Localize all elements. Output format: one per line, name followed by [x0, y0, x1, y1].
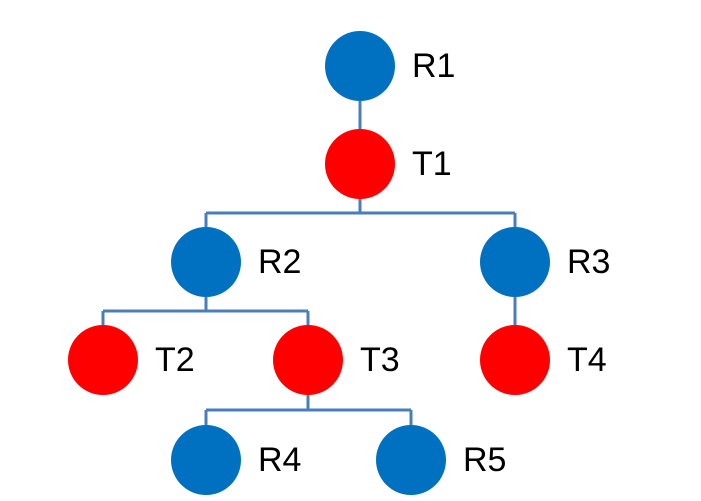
node-circle-r1	[325, 31, 395, 101]
node-label-r3: R3	[567, 243, 610, 281]
node-t4: T4	[480, 325, 607, 395]
node-circle-t3	[273, 325, 343, 395]
node-label-t3: T3	[360, 341, 400, 379]
connector-r2	[101, 297, 310, 325]
node-circle-t2	[68, 325, 138, 395]
node-label-t2: T2	[155, 341, 195, 379]
node-t3: T3	[273, 325, 400, 395]
node-label-t1: T1	[412, 145, 452, 183]
connector-t3	[204, 395, 413, 425]
node-r5: R5	[376, 425, 506, 495]
node-label-r4: R4	[258, 441, 301, 479]
node-label-r2: R2	[258, 243, 301, 281]
connector-t1	[204, 199, 517, 227]
node-circle-r2	[171, 227, 241, 297]
node-label-r1: R1	[412, 47, 455, 85]
node-r1: R1	[325, 31, 455, 101]
node-circle-t1	[325, 129, 395, 199]
node-circle-r4	[171, 425, 241, 495]
node-t1: T1	[325, 129, 452, 199]
node-r4: R4	[171, 425, 301, 495]
node-circle-r5	[376, 425, 446, 495]
node-circle-t4	[480, 325, 550, 395]
node-t2: T2	[68, 325, 195, 395]
node-label-r5: R5	[463, 441, 506, 479]
node-r3: R3	[480, 227, 610, 297]
node-circle-r3	[480, 227, 550, 297]
node-r2: R2	[171, 227, 301, 297]
connectors	[101, 101, 517, 425]
node-label-t4: T4	[567, 341, 607, 379]
